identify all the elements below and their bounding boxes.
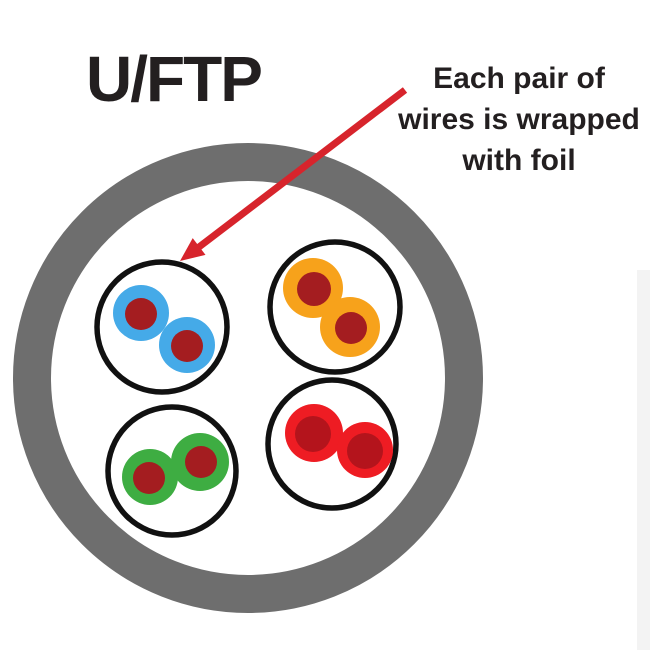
diagram-title: U/FTP: [86, 43, 263, 115]
annotation-line-2: wires is wrapped: [398, 103, 640, 136]
annotation-text: Each pair of wires is wrapped with foil: [383, 58, 650, 181]
cable-jacket-ring: [13, 143, 483, 613]
orange-wire-2-conductor: [335, 312, 367, 344]
red-wire-1-conductor: [295, 416, 331, 452]
scan-edge-shading: [637, 270, 650, 650]
green-wire-1-conductor: [133, 462, 165, 494]
red-wire-2-conductor: [347, 433, 383, 469]
annotation-arrowhead-icon: [180, 238, 206, 261]
blue-wire-1-conductor: [125, 298, 157, 330]
blue-wire-2-conductor: [171, 330, 203, 362]
annotation-line-1: Each pair of: [433, 62, 605, 95]
green-wire-2-conductor: [185, 446, 217, 478]
annotation-arrow-line: [196, 87, 408, 250]
orange-wire-1-conductor: [297, 272, 331, 306]
annotation-line-3: with foil: [462, 144, 576, 177]
